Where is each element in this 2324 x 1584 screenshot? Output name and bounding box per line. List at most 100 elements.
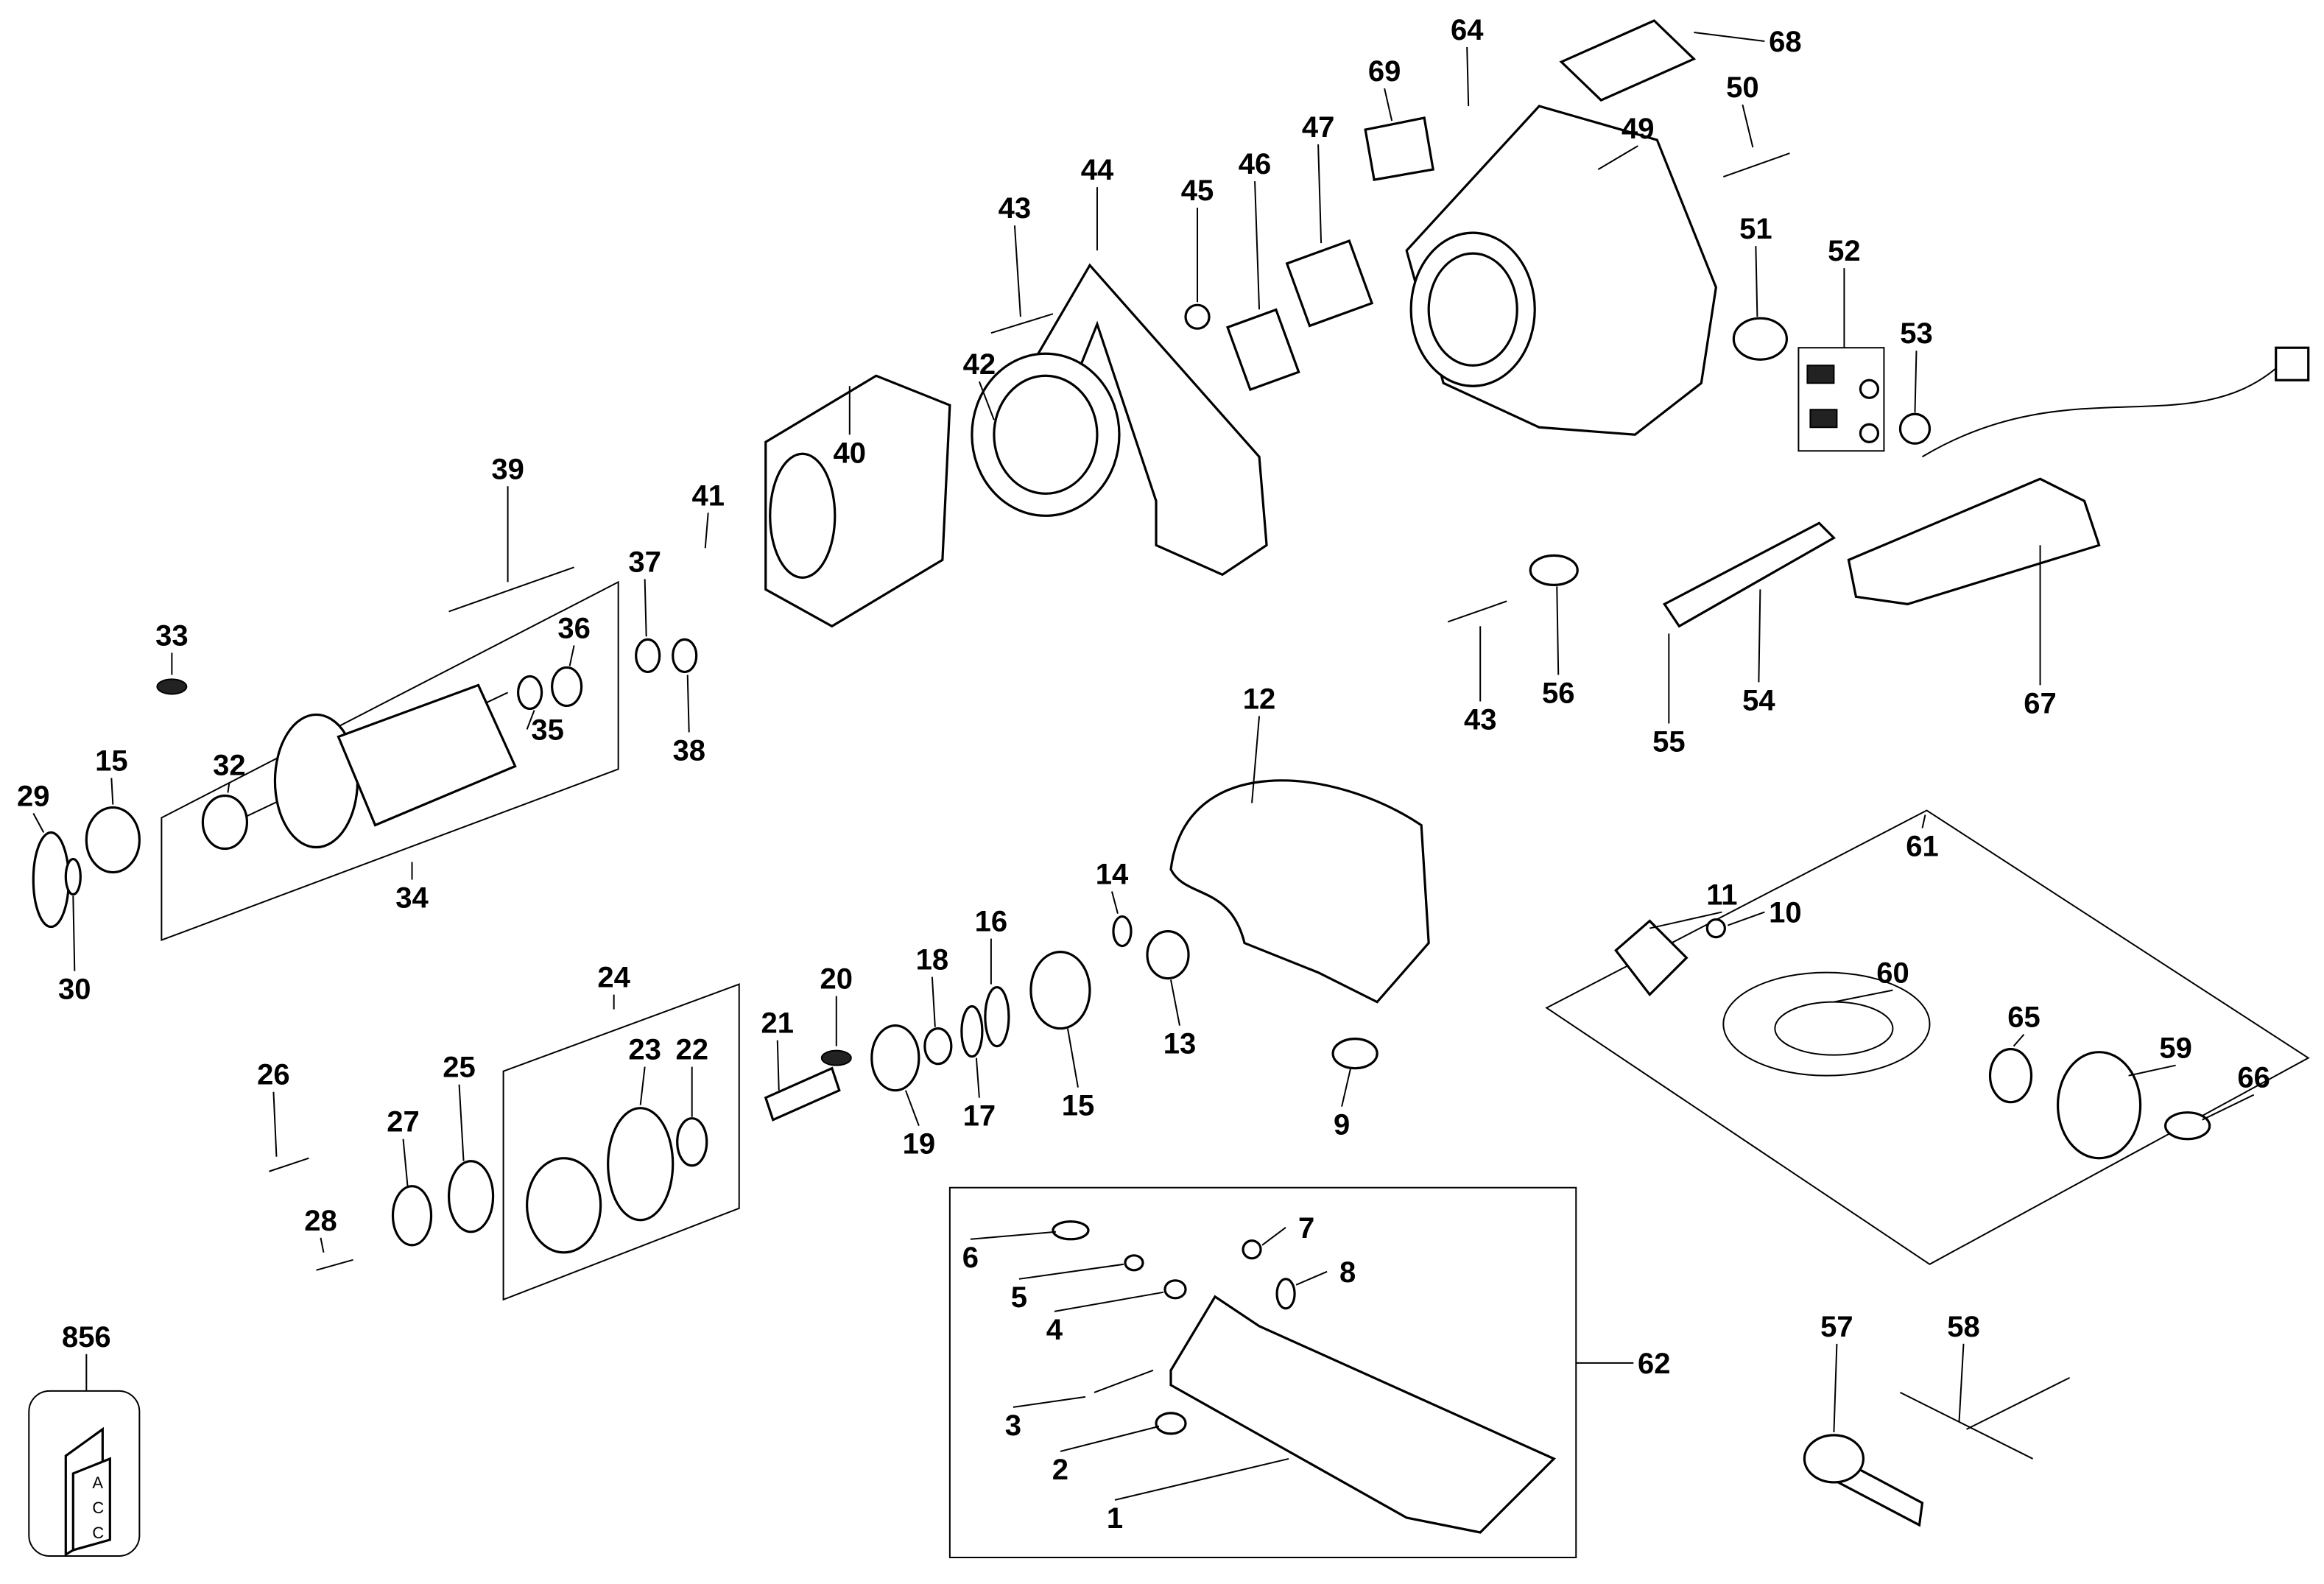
callout-16: 16 (975, 906, 1008, 938)
leader-line (1755, 246, 1758, 317)
leader-line (1728, 911, 1765, 926)
callout-65: 65 (2007, 1002, 2040, 1034)
callout-57: 57 (1820, 1311, 1853, 1343)
callout-33: 33 (155, 619, 189, 652)
leader-line (1597, 145, 1638, 170)
leader-line (904, 1090, 920, 1127)
callout-15: 15 (95, 745, 128, 777)
leader-line (568, 645, 575, 666)
callout-4: 4 (1046, 1314, 1063, 1346)
callout-59: 59 (2159, 1032, 2192, 1065)
leader-line (458, 1084, 465, 1161)
callout-29: 29 (17, 781, 50, 813)
leader-line (1341, 1068, 1352, 1107)
leader-line (1111, 891, 1119, 914)
part-shapes (32, 19, 2310, 1557)
callout-41: 41 (691, 479, 725, 512)
leader-line (978, 381, 995, 420)
callout-15: 15 (1062, 1090, 1095, 1122)
callout-38: 38 (672, 734, 705, 767)
callout-64: 64 (1451, 14, 1484, 46)
leader-line (1833, 1343, 1838, 1432)
callout-14: 14 (1096, 859, 1129, 891)
leader-line (1013, 225, 1021, 317)
callout-2: 2 (1052, 1454, 1068, 1486)
callout-36: 36 (557, 612, 591, 644)
callout-7: 7 (1298, 1212, 1314, 1245)
kit-label-letter: A (92, 1474, 103, 1492)
callout-46: 46 (1239, 148, 1272, 180)
callout-51: 51 (1739, 213, 1772, 245)
leader-line (644, 579, 647, 637)
callout-22: 22 (675, 1034, 708, 1066)
kit-856-label-text: ACC (92, 1474, 104, 1542)
leader-line (2128, 1064, 2176, 1077)
leader-line (686, 675, 690, 733)
leader-line (1317, 144, 1323, 244)
callout-43: 43 (1464, 703, 1497, 736)
callout-35: 35 (531, 714, 564, 746)
callout-26: 26 (257, 1059, 290, 1091)
leader-line (1254, 181, 1261, 310)
callout-68: 68 (1769, 26, 1802, 58)
leader-line (32, 813, 45, 833)
callout-52: 52 (1828, 235, 1861, 267)
callout-856: 856 (62, 1321, 111, 1354)
leader-line (72, 895, 76, 971)
leader-line (1295, 1270, 1328, 1286)
callout-6: 6 (962, 1242, 979, 1274)
callout-60: 60 (1876, 957, 1909, 990)
kit-label-letter: C (92, 1524, 104, 1542)
callout-3: 3 (1005, 1409, 1021, 1442)
leader-line (1251, 716, 1261, 803)
leader-line (1466, 47, 1470, 107)
gear-housing-group-box (502, 983, 740, 1301)
callout-10: 10 (1769, 897, 1802, 929)
leader-line (1261, 1226, 1286, 1246)
leader-line (1013, 1395, 1086, 1408)
leader-line (402, 1138, 409, 1186)
leader-line (1694, 32, 1765, 43)
callout-62: 62 (1638, 1348, 1671, 1380)
callout-37: 37 (628, 546, 661, 578)
leader-line (1384, 88, 1393, 122)
leader-line (272, 1091, 278, 1157)
brush-group-box (1797, 347, 1885, 452)
callout-56: 56 (1542, 677, 1574, 709)
callout-45: 45 (1181, 175, 1214, 207)
leader-line (1114, 1457, 1289, 1501)
kit-label-letter: C (92, 1499, 104, 1517)
callout-19: 19 (903, 1128, 936, 1161)
callout-44: 44 (1081, 154, 1114, 186)
leader-line (1556, 586, 1560, 675)
leader-line (320, 1237, 325, 1253)
callout-21: 21 (761, 1007, 795, 1040)
callout-25: 25 (443, 1052, 476, 1084)
leader-line (227, 782, 230, 793)
callout-47: 47 (1302, 111, 1335, 144)
leader-line (1742, 104, 1754, 148)
callout-42: 42 (963, 348, 996, 381)
callout-43: 43 (999, 192, 1032, 225)
callout-49: 49 (1621, 113, 1655, 145)
callout-50: 50 (1726, 71, 1759, 104)
callout-34: 34 (395, 882, 429, 915)
callout-13: 13 (1163, 1028, 1197, 1060)
leader-line (110, 778, 114, 805)
leader-line (1649, 911, 1722, 929)
callout-58: 58 (1947, 1311, 1980, 1343)
callout-67: 67 (2024, 687, 2056, 719)
leader-line (704, 513, 709, 549)
armature-group-box (161, 580, 619, 942)
callout-18: 18 (916, 944, 949, 976)
callout-69: 69 (1368, 55, 1401, 88)
callout-40: 40 (834, 437, 867, 469)
leader-line (2013, 1033, 2025, 1047)
leader-line (975, 1057, 980, 1098)
callout-27: 27 (387, 1106, 420, 1138)
leader-line (1060, 1425, 1160, 1452)
leader-line (639, 1066, 646, 1105)
kit-856-box (28, 1390, 141, 1557)
callout-9: 9 (1334, 1109, 1350, 1141)
